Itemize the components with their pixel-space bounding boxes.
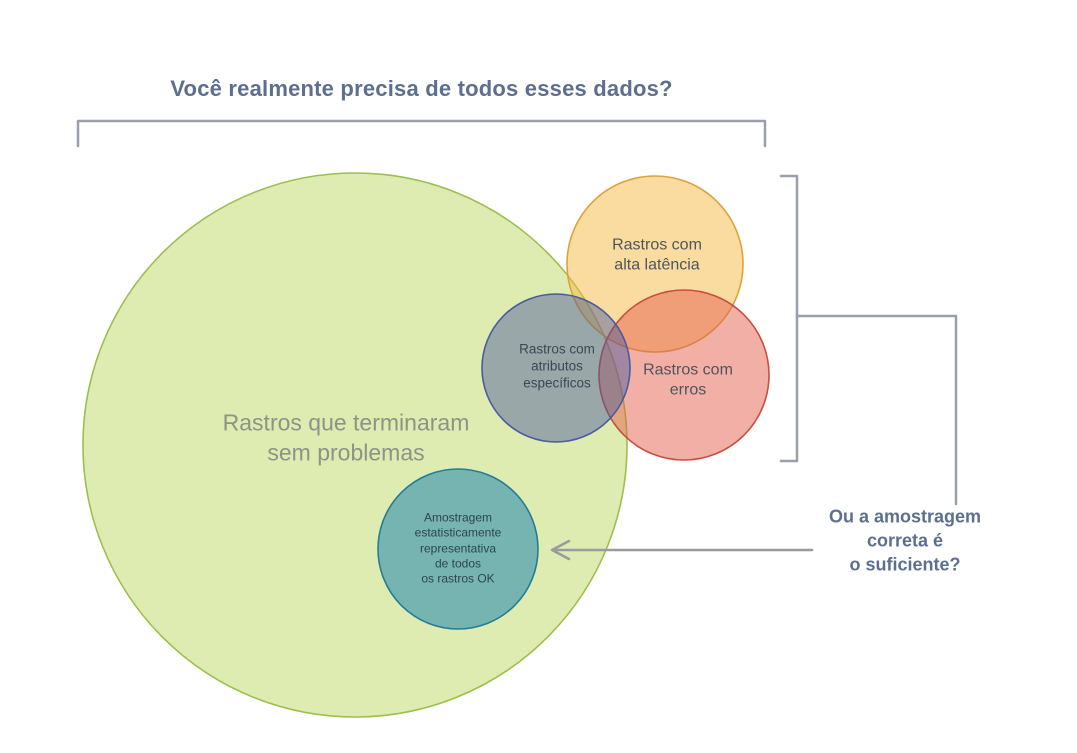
sample-arrow-icon — [550, 539, 814, 561]
circle-representative-sample — [377, 468, 539, 630]
right-bracket — [779, 174, 799, 463]
circle-ok-traces — [82, 172, 628, 718]
diagram-title: Você realmente precisa de todos esses da… — [170, 76, 673, 101]
circle-errors — [598, 289, 770, 461]
circle-specific-attributes — [481, 293, 631, 443]
bracket-connector-line — [795, 314, 958, 506]
top-bracket — [76, 119, 767, 148]
